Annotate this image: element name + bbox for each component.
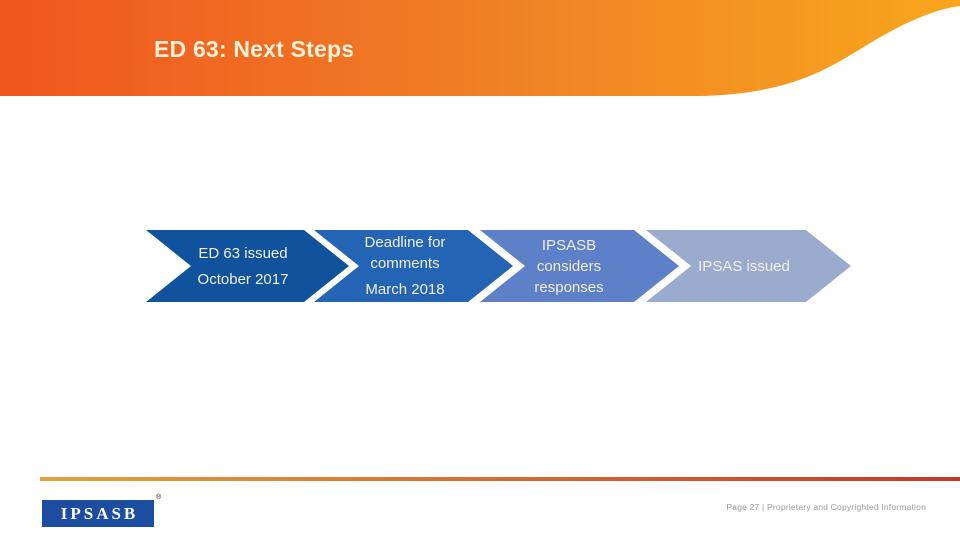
step-2-line-3: March 2018	[365, 281, 445, 298]
registered-trademark-symbol: ®	[156, 494, 162, 501]
process-chevrons	[146, 230, 851, 302]
ipsasb-logo-text: IPSASB	[60, 503, 139, 523]
step-2-line-2: comments	[370, 255, 440, 272]
step-3-line-3: responses	[534, 278, 604, 296]
chevron-shape-step-1	[146, 230, 349, 302]
process-step-label-4: IPSAS issued	[664, 230, 824, 302]
page-footer-info: Page 27 | Proprietary and Copyrighted In…	[726, 502, 926, 512]
step-3-line-2: considers	[536, 257, 602, 275]
process-step-label-2: Deadline for comments March 2018	[332, 230, 478, 302]
process-step-label-3: IPSASB considers responses	[496, 230, 642, 302]
chevron-shape-step-4	[646, 230, 851, 302]
step-4-line-1: IPSAS issued	[698, 257, 790, 275]
header-swoosh-shape	[0, 0, 960, 96]
step-2-line-1: Deadline for	[364, 234, 446, 251]
page-title: ED 63: Next Steps	[154, 36, 355, 62]
header-band	[0, 0, 960, 96]
footer-divider-rule	[40, 477, 960, 481]
chevron-shape-step-3	[480, 230, 679, 302]
step-1-line-1: ED 63 issued	[198, 244, 288, 262]
ipsasb-logo: IPSASB	[42, 500, 154, 527]
step-1-line-2: October 2017	[197, 270, 289, 288]
process-step-label-1: ED 63 issued October 2017	[168, 230, 318, 302]
step-3-line-1: IPSASB	[541, 236, 597, 254]
chevron-shape-step-2	[314, 230, 513, 302]
